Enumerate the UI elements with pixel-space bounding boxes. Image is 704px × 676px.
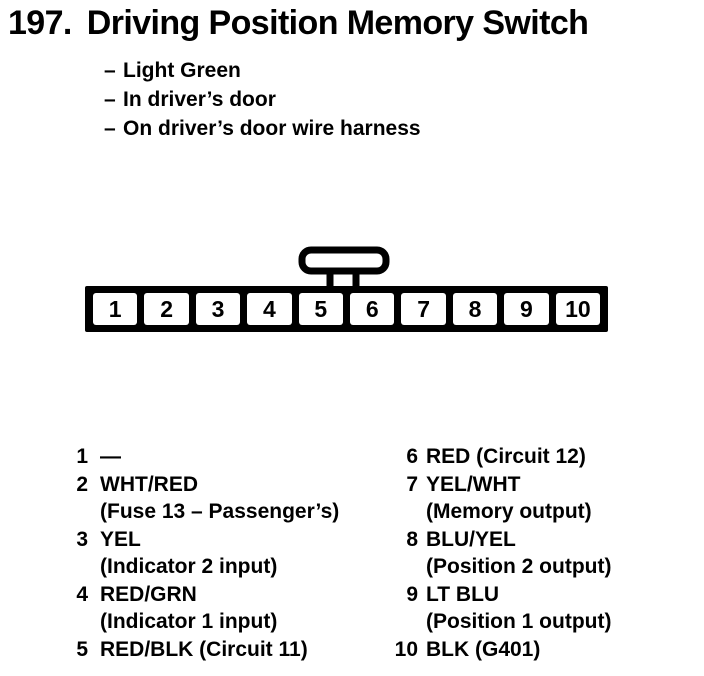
pin-description: YEL/WHT — [426, 472, 521, 496]
pin-number — [388, 498, 418, 526]
figure-title: 197. Driving Position Memory Switch — [8, 4, 589, 43]
connector-pin-cell: 1 — [93, 293, 138, 325]
dash-bullet: – — [104, 117, 116, 140]
pin-number: 8 — [406, 527, 418, 551]
pin-description: RED/BLK (Circuit 11) — [100, 637, 308, 661]
connector-pin-cell: 10 — [555, 293, 601, 325]
pin-number — [72, 498, 88, 526]
dash-bullet: – — [104, 88, 116, 111]
pin-row: 7 YEL/WHT — [388, 471, 611, 499]
pin-row: (Fuse 13 – Passenger’s) — [72, 498, 339, 526]
note-text: Light Green — [123, 59, 241, 82]
pin-description: (Indicator 1 input) — [100, 610, 278, 633]
pin-description: YEL — [100, 527, 141, 551]
connector-pin-cell: 5 — [298, 293, 344, 325]
pin-cell-number: 9 — [520, 295, 533, 322]
pin-number — [388, 608, 418, 636]
pin-row: (Indicator 1 input) — [72, 608, 339, 636]
pin-description: (Position 1 output) — [426, 610, 612, 633]
connector-diagram: 1 2 3 4 5 6 7 8 9 10 — [85, 286, 608, 332]
pin-cell-number: 1 — [108, 295, 122, 322]
pin-row: 5 RED/BLK (Circuit 11) — [72, 636, 339, 664]
note-line: – On driver’s door wire harness — [104, 114, 421, 143]
pin-row: 1— — [72, 443, 339, 471]
pin-number: 4 — [76, 582, 88, 606]
pin-number: 2 — [76, 472, 88, 496]
pin-number: 5 — [76, 637, 88, 661]
pin-cell-number: 2 — [160, 295, 173, 322]
pin-cell-number: 8 — [468, 295, 482, 322]
pin-cell-number: 5 — [314, 295, 328, 322]
pin-row: (Position 1 output) — [388, 608, 611, 636]
connector-pin-cell: 3 — [195, 293, 241, 325]
pin-description: (Indicator 2 input) — [100, 555, 278, 578]
note-text: In driver’s door — [123, 88, 276, 111]
pin-description: BLU/YEL — [426, 527, 516, 551]
note-line: – Light Green — [104, 56, 421, 85]
pin-number: 3 — [76, 527, 88, 551]
pin-row: (Indicator 2 input) — [72, 553, 339, 581]
pin-number — [388, 553, 418, 581]
pin-number: 6 — [406, 445, 418, 468]
connector-pin-cell: 4 — [247, 293, 292, 325]
connector-pin-cell: 2 — [144, 293, 189, 325]
pin-row: 3 YEL — [72, 526, 339, 554]
pin-description: RED (Circuit 12) — [426, 445, 586, 468]
pin-list-right: 6 RED (Circuit 12) 7 YEL/WHT (Memory outpu… — [388, 443, 612, 664]
pin-number: 9 — [406, 582, 418, 606]
pin-description: — — [100, 445, 121, 468]
note-text: On driver’s door wire harness — [123, 117, 421, 140]
pin-row: 2 WHT/RED — [72, 471, 339, 499]
dash-bullet: – — [104, 59, 116, 82]
note-line: – In driver’s door — [104, 85, 421, 114]
connector-pin-cell: 8 — [452, 293, 498, 325]
pin-cell-number: 6 — [365, 295, 379, 322]
pin-description: LT BLU — [426, 582, 500, 606]
pin-description: (Fuse 13 – Passenger’s) — [100, 500, 340, 523]
pin-row: 6 RED (Circuit 12) — [388, 443, 611, 471]
pin-description: WHT/RED — [100, 472, 198, 496]
pin-description: (Memory output) — [426, 500, 592, 523]
pin-cell-number: 7 — [417, 295, 431, 322]
pin-description: BLK (G401) — [426, 637, 541, 661]
figure-number: 197. — [8, 4, 72, 42]
connector-pin-cell: 7 — [401, 293, 446, 325]
pin-row: 9 LT BLU — [388, 581, 611, 609]
pin-number: 1 — [76, 445, 88, 468]
pin-number — [72, 553, 88, 581]
connector-pin-cell: 6 — [350, 293, 395, 325]
pin-number: 10 — [394, 637, 418, 661]
pin-row: (Position 2 output) — [388, 553, 611, 581]
pin-cell-number: 4 — [263, 295, 276, 322]
pin-number: 7 — [406, 472, 418, 496]
pin-description: RED/GRN — [100, 582, 197, 606]
pin-cell-number: 10 — [565, 295, 591, 322]
pin-row: (Memory output) — [388, 498, 611, 526]
pin-number — [72, 608, 88, 636]
pin-description: (Position 2 output) — [426, 555, 612, 578]
connector-pin-cell: 9 — [504, 293, 549, 325]
figure-title-text: Driving Position Memory Switch — [86, 4, 589, 42]
pin-row: 8 BLU/YEL — [388, 526, 611, 554]
notes-list: – Light Green – In driver’s door – On dr… — [104, 56, 421, 143]
pin-cell-number: 3 — [211, 295, 225, 322]
pin-row: 10 BLK (G401) — [388, 636, 611, 664]
pin-row: 4 RED/GRN — [72, 581, 339, 609]
